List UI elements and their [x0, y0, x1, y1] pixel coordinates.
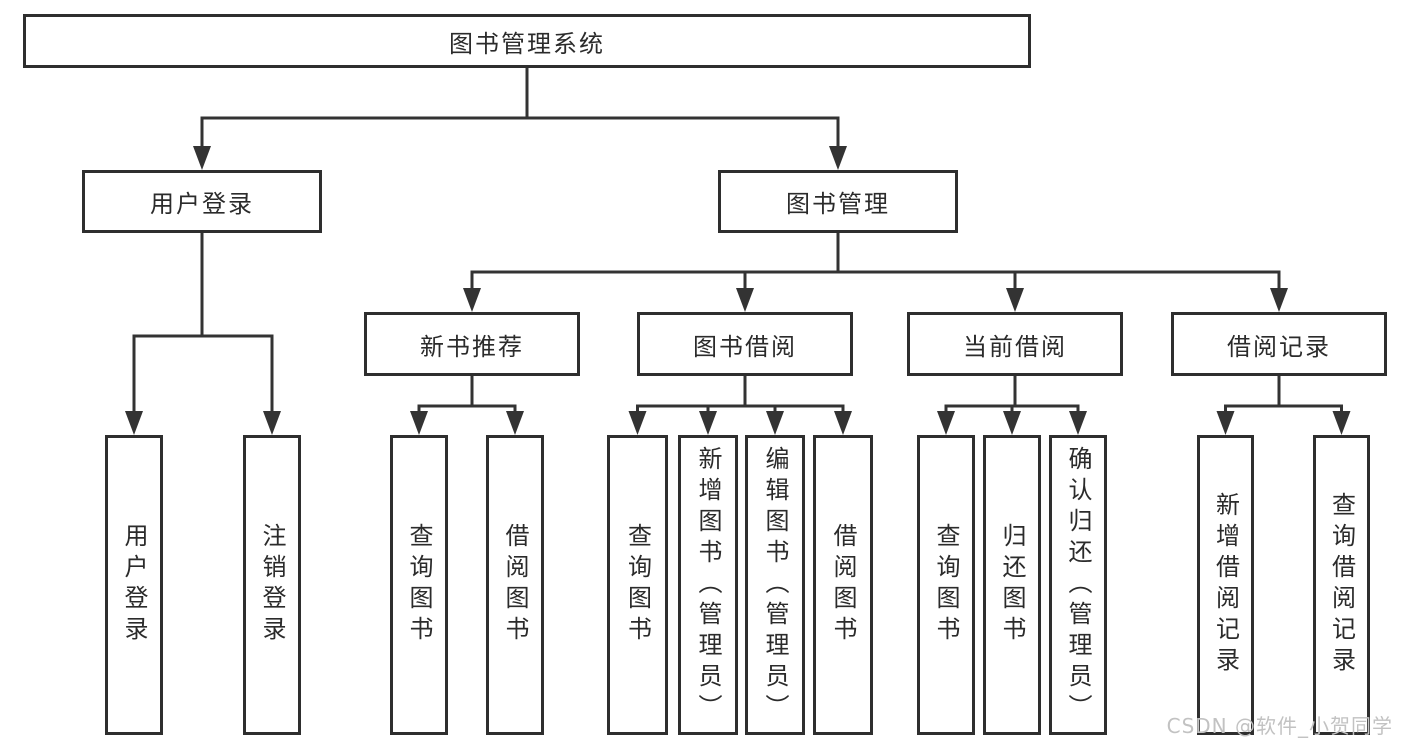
- diagram-node-leaf-logout: 注销登录: [243, 435, 301, 735]
- diagram-node-leaf-cb-confirm: 确认归还（管理员）: [1049, 435, 1107, 735]
- node-label-leaf-bb-borrow: 借阅图书: [829, 523, 857, 647]
- diagram-node-leaf-rec-borrow: 借阅图书: [486, 435, 544, 735]
- node-label-book-borrow: 图书借阅: [693, 332, 797, 361]
- node-label-leaf-cb-confirm: 确认归还（管理员）: [1064, 445, 1092, 725]
- node-label-leaf-bb-edit: 编辑图书（管理员）: [761, 445, 789, 725]
- diagram-node-leaf-br-add: 新增借阅记录: [1197, 435, 1254, 735]
- watermark: CSDN @软件_小贺同学: [1166, 714, 1393, 738]
- diagram-node-leaf-br-query: 查询借阅记录: [1313, 435, 1370, 735]
- diagram-node-leaf-bb-borrow: 借阅图书: [813, 435, 873, 735]
- node-label-leaf-cb-query: 查询图书: [932, 523, 960, 647]
- node-label-leaf-logout: 注销登录: [258, 523, 286, 647]
- node-label-leaf-rec-borrow: 借阅图书: [501, 523, 529, 647]
- node-label-current-borrow: 当前借阅: [963, 332, 1067, 361]
- diagram-node-book-mgmt: 图书管理: [718, 170, 958, 233]
- diagram-node-leaf-bb-add: 新增图书（管理员）: [678, 435, 738, 735]
- node-label-root: 图书管理系统: [449, 29, 605, 58]
- node-label-leaf-user-login: 用户登录: [120, 523, 148, 647]
- node-label-user-login: 用户登录: [150, 190, 254, 218]
- diagram-node-leaf-bb-query: 查询图书: [607, 435, 668, 735]
- node-label-leaf-bb-query: 查询图书: [623, 523, 652, 647]
- node-label-leaf-rec-query: 查询图书: [405, 523, 433, 647]
- node-label-leaf-br-add: 新增借阅记录: [1211, 492, 1240, 678]
- diagram-node-leaf-user-login: 用户登录: [105, 435, 163, 735]
- diagram-node-current-borrow: 当前借阅: [907, 312, 1123, 376]
- diagram-node-leaf-cb-return: 归还图书: [983, 435, 1041, 735]
- node-label-leaf-bb-add: 新增图书（管理员）: [694, 445, 722, 725]
- node-label-book-mgmt: 图书管理: [786, 190, 890, 218]
- diagram-node-new-book-rec: 新书推荐: [364, 312, 580, 376]
- node-label-leaf-cb-return: 归还图书: [998, 523, 1026, 647]
- diagram-node-leaf-rec-query: 查询图书: [390, 435, 448, 735]
- node-label-leaf-br-query: 查询借阅记录: [1327, 492, 1356, 678]
- diagram-node-book-borrow: 图书借阅: [637, 312, 853, 376]
- diagram-node-leaf-cb-query: 查询图书: [917, 435, 975, 735]
- node-label-borrow-records: 借阅记录: [1227, 332, 1331, 361]
- node-label-new-book-rec: 新书推荐: [420, 332, 524, 361]
- diagram-node-borrow-records: 借阅记录: [1171, 312, 1387, 376]
- diagram-node-leaf-bb-edit: 编辑图书（管理员）: [745, 435, 805, 735]
- diagram-node-root: 图书管理系统: [23, 14, 1031, 68]
- diagram-node-user-login: 用户登录: [82, 170, 322, 233]
